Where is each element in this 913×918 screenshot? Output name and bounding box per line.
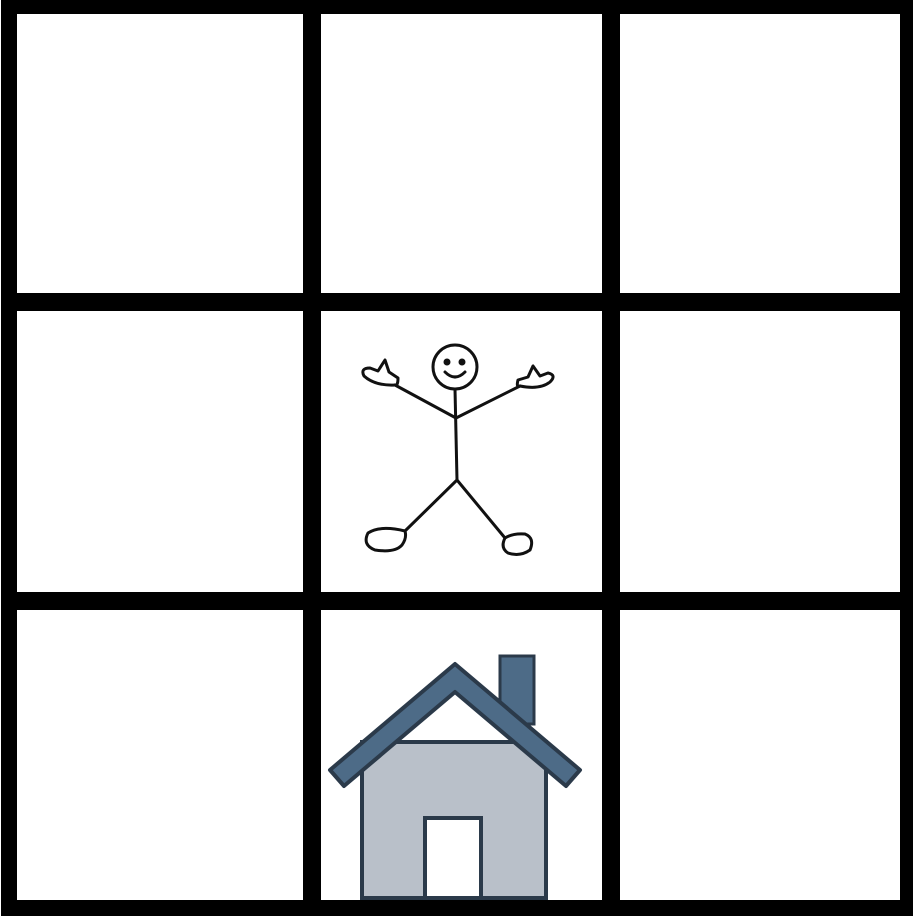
grid-cell-r1-c0[interactable]: [22, 311, 303, 592]
figure-body: [455, 389, 457, 480]
grid-cell-r2-c2[interactable]: [620, 610, 901, 894]
grid-cell-r0-c1[interactable]: [321, 14, 602, 293]
grid-cell-r2-c0[interactable]: [22, 610, 303, 894]
figure-eye-right: [460, 360, 464, 364]
grid-cell-r0-c0[interactable]: [22, 14, 303, 293]
grid-cell-r0-c2[interactable]: [620, 14, 901, 293]
grid-cell-r1-c2[interactable]: [620, 311, 901, 592]
figure-eye-left: [445, 360, 449, 364]
grid-cell-r1-c1[interactable]: [321, 311, 602, 592]
house-door: [425, 818, 481, 898]
